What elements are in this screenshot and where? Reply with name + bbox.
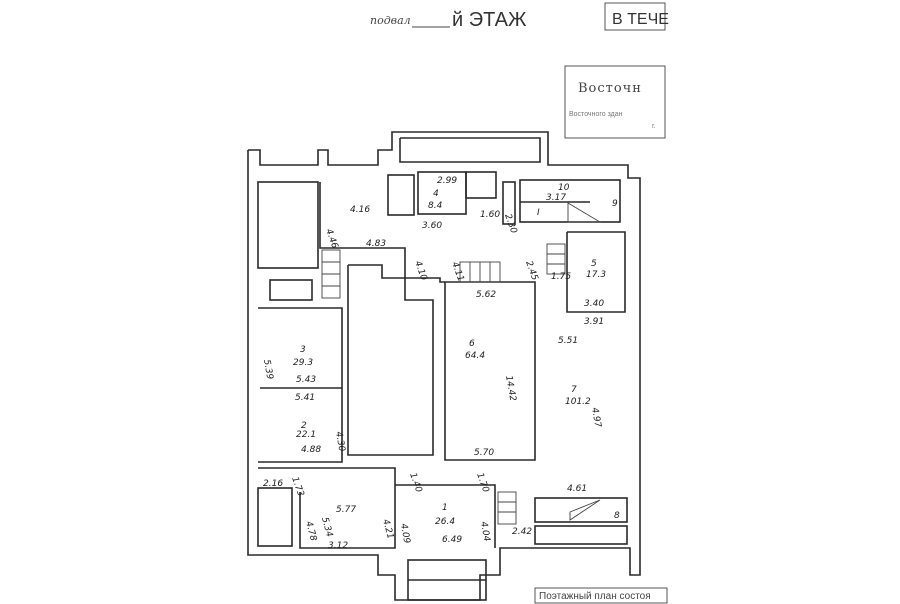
dimension-label: 2.99 <box>437 176 457 186</box>
dimension-label: 101.2 <box>565 397 591 407</box>
dimension-label: 5.41 <box>295 393 315 403</box>
dimension-label: 4.04 <box>478 521 491 543</box>
dimension-label: 4.88 <box>301 445 321 455</box>
dimension-label: 9 <box>612 199 618 209</box>
top-right-box <box>604 2 666 31</box>
dimension-label: 22.1 <box>296 430 316 440</box>
dimension-label: 5.34 <box>319 516 334 538</box>
dimension-label: 29.3 <box>293 358 313 368</box>
dimension-label: 4.09 <box>398 523 411 545</box>
dimension-label: 3.17 <box>546 193 566 203</box>
dimension-label: 6.49 <box>442 535 462 545</box>
dimension-label: 3 <box>300 345 306 355</box>
top-right-box-text: В ТЕЧЕ <box>612 11 669 28</box>
dimension-label: 4.97 <box>589 407 602 429</box>
dimension-label: 1.70 <box>474 472 490 495</box>
dimension-label: 8 <box>614 511 620 521</box>
dimension-label: 3.40 <box>584 299 604 309</box>
dimension-label: 3.60 <box>422 221 442 231</box>
dimension-label: 6 <box>469 339 475 349</box>
stairs <box>321 202 602 525</box>
dimension-label: 1.75 <box>551 272 571 282</box>
floor-prefix: подвал <box>370 14 411 27</box>
dimension-label: 4 <box>433 189 439 199</box>
dimension-label: 17.3 <box>586 270 606 280</box>
footer-box-text: Поэтажный план состоя <box>539 591 651 602</box>
dimension-label: I <box>537 208 540 218</box>
walls <box>247 131 641 601</box>
dimension-label: 4.21 <box>380 518 395 540</box>
dimension-label: 4.83 <box>366 239 386 249</box>
dimension-label: 4.46 <box>323 228 339 251</box>
dimension-label: 4.16 <box>350 205 370 215</box>
dimension-label: 5 <box>591 259 597 269</box>
dimension-label: 5.70 <box>474 448 494 458</box>
dimension-label: 5.51 <box>558 336 578 346</box>
dimension-label: 1.40 <box>407 472 423 495</box>
dimension-label: 4.30 <box>333 431 346 453</box>
dimension-label: 4.78 <box>303 520 318 542</box>
dimension-label: 8.4 <box>428 201 443 211</box>
dimension-label: 2.42 <box>512 527 532 537</box>
footer-box <box>534 587 668 604</box>
dimension-label: 4.11 <box>449 261 465 283</box>
stamp-subtitle: Восточного здан <box>569 111 623 118</box>
dimension-label: 5.39 <box>261 359 274 381</box>
stamp-title: Восточн <box>578 81 642 96</box>
stamp-city: г. <box>652 123 656 130</box>
dimension-label: 5.43 <box>296 375 316 385</box>
dimension-label: 26.4 <box>435 517 455 527</box>
dimension-label: 2 <box>301 421 307 431</box>
dimension-label: 3.91 <box>584 317 604 327</box>
dimension-label: 10 <box>558 183 570 193</box>
dimension-label: 5.62 <box>476 290 496 300</box>
stamp: Восточн Восточного здан г. <box>564 65 666 139</box>
floor-title: й ЭТАЖ <box>452 9 527 31</box>
dimension-label: 3.12 <box>328 541 348 551</box>
dimension-label: 64.4 <box>465 351 485 361</box>
dimension-label: 2.45 <box>523 260 539 283</box>
dimension-label: 4.61 <box>567 484 587 494</box>
dimension-label: 7 <box>571 385 577 395</box>
dimension-label: 5.77 <box>336 505 356 515</box>
dimension-label: 1.60 <box>480 210 500 220</box>
dimension-label: 2.16 <box>263 479 283 489</box>
dimension-label: 14.42 <box>503 375 517 402</box>
dimension-label: 1 <box>442 503 448 513</box>
